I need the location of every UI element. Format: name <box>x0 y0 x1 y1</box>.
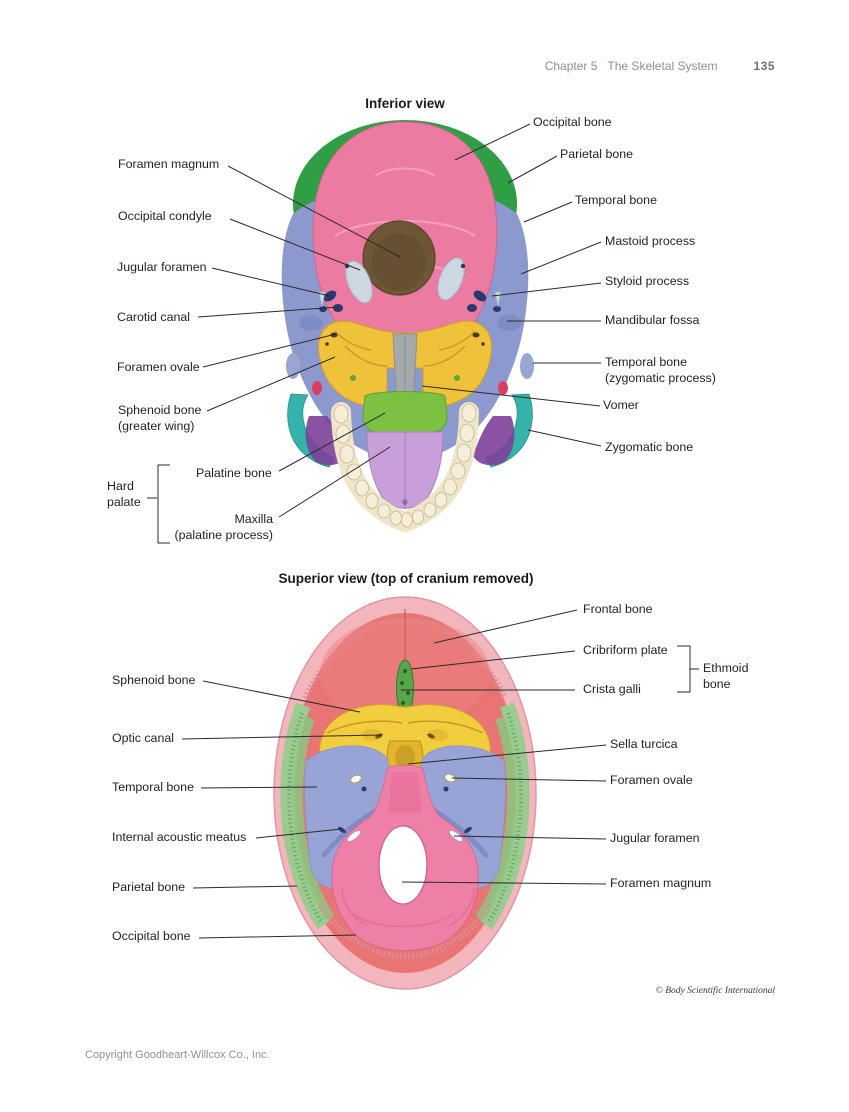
label-carotid-canal: Carotid canal <box>117 310 191 324</box>
label-parietal-bone: Parietal bone <box>560 147 634 161</box>
green-accent-left <box>350 375 356 381</box>
occipital-condyle-right <box>437 257 465 301</box>
foramen-spinosum-sup-left <box>361 786 367 792</box>
lacrimal-accent-right <box>498 381 508 395</box>
label-mandibular-fossa: Mandibular fossa <box>605 313 700 327</box>
cribriform-foramina <box>400 669 410 705</box>
zygomatic-bone-right <box>473 416 515 466</box>
label-sphenoid-bone: Sphenoid bone (greater wing) <box>118 403 202 433</box>
foramen-ovale-sup-left <box>350 774 362 784</box>
label-sup-temporal-bone: Temporal bone <box>112 780 194 794</box>
internal-acoustic-meatus-right <box>464 826 472 834</box>
internal-acoustic-meatus-left <box>338 826 346 834</box>
foramen-ovale-left <box>330 332 338 338</box>
label-hard-palate: Hard palate <box>107 479 141 509</box>
chapter-label: Chapter 5 <box>544 59 598 73</box>
foramen-magnum-shadow <box>372 233 426 291</box>
label-foramen-ovale: Foramen ovale <box>117 360 200 374</box>
label-sup-occipital-bone: Occipital bone <box>112 929 191 943</box>
jugular-foramen-sup-left <box>347 830 361 842</box>
zygomatic-process-right <box>520 353 534 379</box>
lacrimal-accent-left <box>312 381 322 395</box>
green-accent-right <box>454 375 460 381</box>
label-maxilla: Maxilla (palatine process) <box>174 512 273 542</box>
label-zygomatic-bone: Zygomatic bone <box>605 440 694 454</box>
page-number: 135 <box>753 59 775 73</box>
inferior-view-illustration <box>281 120 534 533</box>
label-mastoid-process: Mastoid process <box>605 234 696 248</box>
label-optic-canal: Optic canal <box>112 731 174 745</box>
page-header: Chapter 5 The Skeletal System 135 <box>545 59 775 73</box>
parietal-bone-right <box>479 702 530 930</box>
label-sup-sphenoid-bone: Sphenoid bone <box>112 673 196 687</box>
label-foramen-magnum: Foramen magnum <box>118 157 220 171</box>
ethmoid-bracket <box>677 645 691 693</box>
foramen-ovale-right <box>472 332 480 338</box>
optic-canal-right <box>427 733 435 739</box>
carotid-canal-left <box>333 304 343 312</box>
label-jugular-foramen: Jugular foramen <box>117 260 207 274</box>
foramen-magnum-sup-hole <box>378 825 428 905</box>
foramen-spinosum-right <box>481 342 485 346</box>
palatine-bone-region <box>362 391 448 433</box>
zygomatic-process-left <box>286 353 300 379</box>
label-styloid-process: Styloid process <box>605 274 690 288</box>
label-internal-acoustic-meatus: Internal acoustic meatus <box>112 830 247 844</box>
label-sup-foramen-magnum: Foramen magnum <box>610 876 712 890</box>
incisive-foramen <box>402 499 408 505</box>
hard-palate-bracket <box>157 464 170 544</box>
label-occipital-bone: Occipital bone <box>533 115 612 129</box>
sphenoid-sup-details <box>326 720 484 734</box>
label-sup-jugular-foramen: Jugular foramen <box>610 831 700 845</box>
carotid-canal-right <box>467 304 477 312</box>
label-crista-galli: Crista galli <box>583 682 641 696</box>
section-title: The Skeletal System <box>607 59 718 73</box>
parietal-inner-left <box>292 716 335 921</box>
label-cribriform-plate: Cribriform plate <box>583 643 668 657</box>
label-palatine-bone: Palatine bone <box>196 466 272 480</box>
label-ethmoid-bone: Ethmoid bone <box>703 661 749 691</box>
label-sup-foramen-ovale: Foramen ovale <box>610 773 693 787</box>
occipital-grooves <box>341 887 475 928</box>
foramen-spinosum-sup-right <box>443 786 449 792</box>
label-temporal-zygomatic: Temporal bone (zygomatic process) <box>605 355 716 385</box>
label-sella-turcica: Sella turcica <box>610 737 678 751</box>
illustration-credit: © Body Scientific International <box>655 986 775 996</box>
label-sup-parietal-bone: Parietal bone <box>112 880 186 894</box>
label-frontal-bone: Frontal bone <box>583 602 653 616</box>
label-vomer: Vomer <box>603 398 639 412</box>
superior-view-title: Superior view (top of cranium removed) <box>278 571 534 586</box>
foramen-spinosum-left <box>325 342 329 346</box>
jugular-foramen-right <box>473 290 487 302</box>
clivus-shading <box>388 773 422 813</box>
superior-view-illustration <box>273 596 537 990</box>
label-occipital-condyle: Occipital condyle <box>118 209 212 223</box>
sphenoid-details <box>334 330 476 367</box>
label-temporal-bone: Temporal bone <box>575 193 657 207</box>
mandibular-fossa-right <box>497 315 521 331</box>
mandibular-fossa-left <box>299 315 323 331</box>
inferior-view-title: Inferior view <box>365 96 445 111</box>
copyright-notice: Copyright Goodheart-Willcox Co., Inc. <box>85 1049 270 1061</box>
